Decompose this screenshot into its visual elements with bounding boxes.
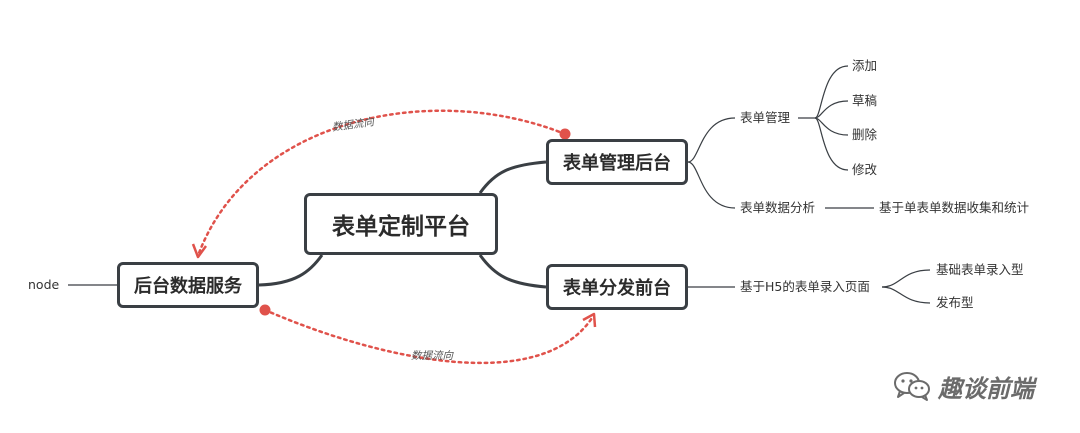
dataflow-arc-top (197, 109, 567, 255)
subtopic-analysis-detail[interactable]: 基于单表单数据收集和统计 (879, 200, 1030, 215)
subtopic-publish[interactable]: 发布型 (936, 295, 974, 310)
root-topic[interactable]: 表单定制平台 (304, 193, 498, 255)
dataflow-label-bottom: 数据流向 (411, 350, 453, 362)
dataflow-arrowhead-top (191, 243, 208, 259)
link-root-service (258, 254, 324, 287)
subtopic-delete[interactable]: 删除 (852, 127, 878, 142)
subtopic-edit[interactable]: 修改 (852, 162, 878, 177)
link-admin-manage (687, 117, 736, 163)
subtopic-data-analysis[interactable]: 表单数据分析 (740, 200, 816, 215)
subtopic-h5-page[interactable]: 基于H5的表单录入页面 (740, 279, 870, 294)
link-item-draft (814, 100, 849, 119)
link-root-admin (478, 160, 547, 194)
subtopic-draft[interactable]: 草稿 (852, 93, 878, 108)
link-admin-analysis (687, 161, 736, 209)
topic-data-service[interactable]: 后台数据服务 (117, 262, 259, 308)
link-page-basic (881, 269, 931, 288)
link-page-publish (881, 286, 931, 304)
link-item-add (814, 65, 849, 119)
watermark-text: 趣谈前端 (938, 373, 1034, 403)
watermark: 趣谈前端 (892, 368, 1034, 404)
subtopic-basic-entry[interactable]: 基础表单录入型 (936, 262, 1024, 277)
dataflow-start-dot-bottom (259, 304, 271, 316)
subtopic-form-management[interactable]: 表单管理 (740, 110, 791, 125)
link-root-front (478, 254, 547, 289)
wechat-icon (894, 372, 930, 401)
topic-distribution-frontend[interactable]: 表单分发前台 (546, 264, 688, 310)
topic-admin-backend[interactable]: 表单管理后台 (546, 139, 688, 185)
dataflow-arrowhead-bottom (582, 312, 597, 328)
dataflow-arc-bottom (263, 308, 594, 365)
dataflow-start-dot-top (559, 128, 571, 140)
subtopic-node[interactable]: node (28, 277, 60, 292)
subtopic-add[interactable]: 添加 (852, 58, 878, 73)
link-item-edit (814, 117, 849, 171)
